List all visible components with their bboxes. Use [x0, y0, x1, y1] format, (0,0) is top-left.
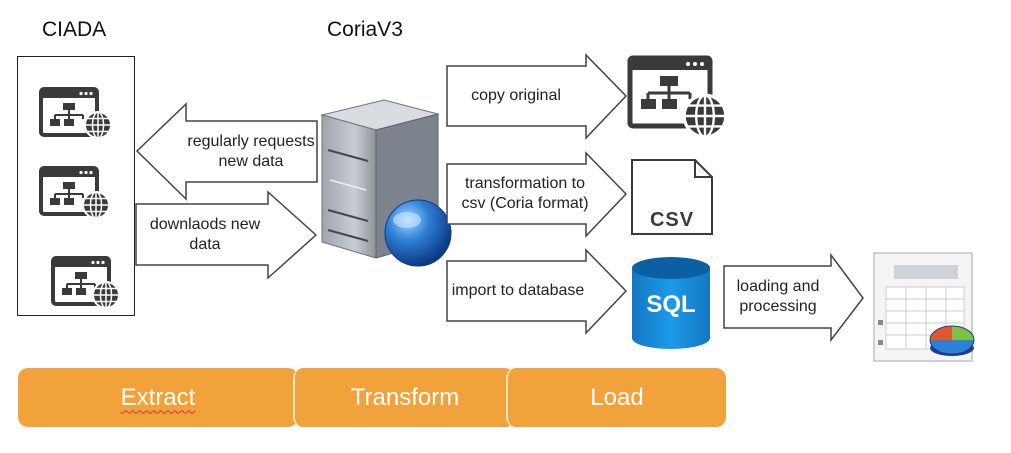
globe-icon	[92, 281, 120, 309]
sql-database-icon	[632, 257, 710, 349]
arrow-copy-original-label: copy original	[471, 87, 561, 104]
arrow-loading: loading and processing	[723, 252, 865, 343]
arrow-transformation: transformation to csv (Coria format)	[446, 151, 628, 238]
ciada-title: CIADA	[42, 18, 107, 41]
arrow-import-label: import to database	[451, 282, 585, 299]
ciada-website-icon-2	[39, 166, 110, 219]
output-website-icon	[627, 55, 728, 139]
coria-title: CoriaV3	[327, 18, 403, 41]
csv-file-icon	[631, 159, 713, 235]
network-globe-icon	[384, 199, 452, 267]
ciada-website-icon-1	[39, 87, 112, 139]
arrow-copy-original: copy original	[446, 53, 628, 140]
phase-transform: Transform	[293, 368, 515, 427]
globe-icon	[682, 93, 728, 139]
phase-load: Load	[506, 368, 726, 427]
phase-extract-label: Extract	[120, 383, 196, 411]
csv-label: CSV	[650, 209, 694, 231]
ciada-website-icon-3	[51, 256, 120, 309]
arrow-downloads-label: downlaods new data	[149, 215, 261, 253]
phase-load-label: Load	[590, 383, 644, 411]
arrow-loading-label: loading and processing	[736, 278, 820, 315]
arrow-import: import to database	[446, 248, 628, 335]
pie-chart-icon	[929, 325, 975, 356]
arrow-downloads: downlaods new data	[135, 190, 319, 280]
phase-transform-label: Transform	[350, 383, 460, 411]
globe-icon	[84, 111, 112, 139]
arrow-requests: regularly requests new data	[135, 102, 320, 201]
globe-icon	[82, 191, 110, 219]
arrow-requests-label: regularly requests new data	[187, 132, 315, 170]
sql-label: SQL	[646, 291, 695, 318]
phase-extract: Extract	[18, 368, 298, 427]
arrow-transformation-label: transformation to csv (Coria format)	[461, 175, 589, 212]
